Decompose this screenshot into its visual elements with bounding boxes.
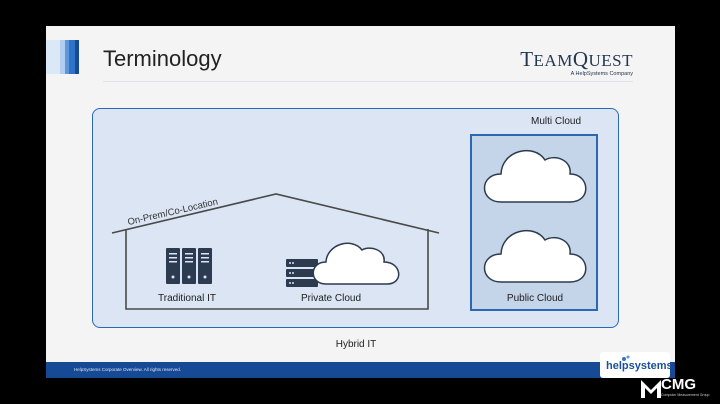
helpsystems-wordmark: helpsystems (606, 360, 673, 372)
public-cloud-icon-1 (483, 149, 587, 203)
helpsystems-logo: helpsystems (600, 352, 673, 378)
server-rack-icon (166, 248, 212, 284)
slide-title: Terminology (103, 46, 222, 71)
title-divider (103, 81, 633, 82)
cmg-watermark: CMG Computer Measurement Group (641, 376, 713, 400)
title-accent-stripes (46, 40, 86, 74)
hybrid-it-label: Hybrid IT (335, 339, 377, 350)
helpsystems-mark-icon (600, 352, 670, 378)
house-roof-icon (111, 193, 440, 234)
public-cloud-icon-2 (483, 229, 587, 283)
teamquest-logo: TEAMQUEST A HelpSystems Company (520, 47, 633, 78)
footer-text: HelpSystems Corporate Overview. All righ… (74, 367, 182, 372)
multi-cloud-label: Multi Cloud (530, 116, 582, 127)
cmg-brand: CMG (661, 376, 696, 393)
slide: Terminology TEAMQUEST A HelpSystems Comp… (46, 26, 675, 378)
traditional-it-label: Traditional IT (158, 293, 216, 304)
server-stack-icon (286, 259, 318, 287)
teamquest-wordmark: TEAMQUEST (520, 47, 633, 71)
public-cloud-label: Public Cloud (506, 293, 564, 304)
cmg-brand-sub: Computer Measurement Group (661, 393, 710, 397)
cmg-mark-icon (641, 380, 661, 398)
slide-footer: HelpSystems Corporate Overview. All righ… (46, 362, 675, 378)
teamquest-tagline: A HelpSystems Company (570, 71, 633, 77)
public-cloud-graphics (483, 149, 587, 283)
house-walls-icon (125, 229, 429, 310)
private-cloud-icon (312, 242, 400, 285)
private-cloud-label: Private Cloud (300, 293, 362, 304)
